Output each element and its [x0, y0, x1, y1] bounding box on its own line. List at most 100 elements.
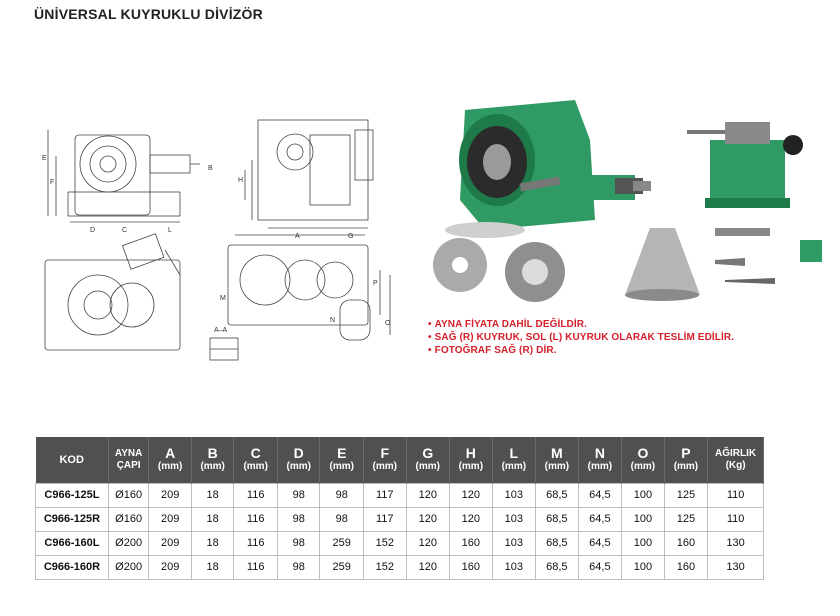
section-label-aa: A–A — [214, 327, 228, 334]
table-cell: Ø200 — [107, 554, 150, 580]
table-cell: 209 — [148, 530, 192, 556]
table-cell: 18 — [190, 554, 235, 580]
section-a-a-drawing — [209, 337, 239, 361]
column-header: H(mm) — [449, 437, 493, 483]
table-cell: 209 — [148, 506, 192, 532]
table-cell: 125 — [663, 506, 709, 532]
note-item: •AYNA FİYATA DAHİL DEĞİLDİR. — [428, 319, 587, 330]
table-cell: 130 — [707, 554, 764, 580]
column-header: A(mm) — [148, 437, 192, 483]
notes-list: •AYNA FİYATA DAHİL DEĞİLDİR. •SAĞ (R) KU… — [428, 318, 734, 357]
table-cell: 18 — [190, 506, 235, 532]
table-cell: 130 — [707, 530, 764, 556]
table-cell: 98 — [276, 506, 321, 532]
table-cell: 152 — [363, 530, 407, 556]
table-cell: 259 — [319, 554, 364, 580]
column-header: C(mm) — [233, 437, 278, 483]
table-cell: 120 — [449, 506, 493, 532]
table-cell: 68,5 — [535, 506, 579, 532]
table-cell: 98 — [276, 482, 321, 508]
table-cell: 160 — [449, 554, 493, 580]
step-cone-photo — [625, 228, 700, 301]
column-header: E(mm) — [319, 437, 364, 483]
column-header: P(mm) — [664, 437, 709, 483]
dim-label-h: H — [238, 177, 243, 184]
dim-label-e: E — [42, 155, 47, 162]
table-cell: 120 — [449, 482, 493, 508]
table-cell: 18 — [190, 530, 235, 556]
table-cell: 98 — [276, 554, 321, 580]
dividing-head-photo — [445, 100, 651, 238]
technical-drawings: E F D C L H B A G M P O N A–A — [42, 119, 391, 361]
dim-label-a: A — [295, 233, 300, 240]
note-item: •FOTOĞRAF SAĞ (R) DİR. — [428, 345, 557, 356]
table-cell: 103 — [491, 482, 537, 508]
product-code-cell: C966-125L — [35, 482, 109, 508]
index-plates-photo — [433, 238, 565, 302]
dim-label-m: M — [220, 295, 226, 302]
dim-label-l: L — [168, 227, 172, 234]
dim-label-b: B — [208, 165, 213, 172]
table-cell: 110 — [707, 482, 764, 508]
column-header: M(mm) — [535, 437, 579, 483]
page-title: ÜNİVERSAL KUYRUKLU DİVİZÖR — [34, 6, 263, 22]
table-cell: 160 — [663, 530, 709, 556]
column-header: KOD — [35, 437, 109, 483]
front-view-drawing — [47, 130, 200, 223]
table-cell: 68,5 — [535, 554, 579, 580]
dim-label-g: G — [348, 233, 353, 240]
table-cell: 103 — [491, 506, 537, 532]
table-cell: 110 — [707, 506, 764, 532]
dim-label-n: N — [330, 317, 335, 324]
table-cell: 116 — [233, 554, 278, 580]
column-header: B(mm) — [191, 437, 235, 483]
product-photos — [433, 100, 822, 302]
table-cell: 103 — [491, 530, 537, 556]
table-cell: 68,5 — [535, 530, 579, 556]
table-cell: 117 — [363, 506, 407, 532]
column-header: L(mm) — [492, 437, 537, 483]
product-code-cell: C966-160L — [35, 530, 109, 556]
table-cell: 100 — [621, 530, 665, 556]
table-cell: 68,5 — [535, 482, 579, 508]
product-code-cell: C966-125R — [35, 506, 109, 532]
table-cell: 116 — [233, 506, 278, 532]
dim-label-c: C — [122, 227, 127, 234]
table-cell: 209 — [148, 554, 192, 580]
table-cell: 160 — [663, 554, 709, 580]
table-cell: 120 — [405, 530, 451, 556]
table-cell: Ø160 — [107, 506, 150, 532]
column-header: O(mm) — [621, 437, 665, 483]
column-header: F(mm) — [363, 437, 407, 483]
table-cell: 209 — [148, 482, 192, 508]
table-cell: 100 — [621, 554, 665, 580]
table-cell: 160 — [449, 530, 493, 556]
table-cell: 100 — [621, 506, 665, 532]
column-header: D(mm) — [277, 437, 321, 483]
product-code-cell: C966-160R — [35, 554, 109, 580]
table-cell: 98 — [276, 530, 321, 556]
table-cell: 64,5 — [577, 554, 623, 580]
table-cell: 64,5 — [577, 482, 623, 508]
table-cell: 117 — [363, 482, 407, 508]
table-cell: 98 — [319, 482, 364, 508]
table-cell: Ø160 — [107, 482, 150, 508]
top-view-drawing — [227, 234, 391, 341]
table-cell: 18 — [190, 482, 235, 508]
tailstock-photo — [687, 122, 803, 208]
table-cell: 64,5 — [577, 530, 623, 556]
table-cell: 64,5 — [577, 506, 623, 532]
table-cell: 120 — [405, 482, 451, 508]
accessories-photo — [715, 228, 822, 284]
table-cell: 103 — [491, 554, 537, 580]
table-cell: Ø200 — [107, 530, 150, 556]
table-cell: 100 — [621, 482, 665, 508]
side-view-drawing — [244, 119, 374, 229]
column-header: G(mm) — [406, 437, 451, 483]
column-header: AĞIRLIK(Kg) — [707, 437, 764, 483]
